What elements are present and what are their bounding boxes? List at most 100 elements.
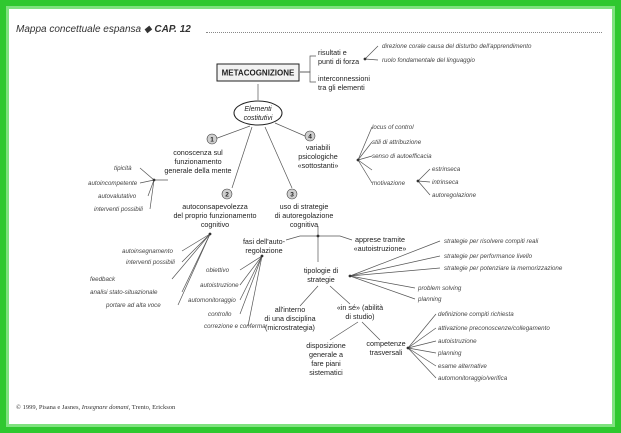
leaves-conoscenza: tipicità autoincompetente autovalutativo…	[88, 165, 143, 213]
link-conoscenza-d	[149, 179, 155, 210]
junction-dot	[260, 254, 264, 258]
leaf-item: strategie per performance livello	[444, 253, 533, 260]
link-autocons-e	[177, 233, 211, 306]
badge-2	[221, 188, 233, 200]
link-tipologie-disciplina	[299, 285, 319, 307]
leaf-item: strategie per risolvere compiti reali	[444, 238, 539, 245]
link-comp-d	[407, 347, 437, 354]
link-fasi-e	[247, 255, 263, 327]
leaf-item: correzione e conferma	[204, 323, 266, 330]
leaves-fasi: obiettivo autoistruzione automonitoraggi…	[188, 267, 266, 330]
header-rule	[206, 32, 602, 33]
header-title: Mappa concettuale espansa	[16, 24, 142, 35]
junction-dots	[152, 57, 420, 350]
link-comp-a	[407, 313, 437, 349]
root-node-label: METACOGNIZIONE	[222, 69, 295, 78]
link-inse-disposizione	[329, 321, 359, 341]
junction-dot	[208, 232, 212, 236]
link-uso-apprese	[318, 235, 353, 241]
chapter-label: CAP. 12	[154, 24, 191, 35]
link-fasi-c	[239, 255, 263, 301]
page-header: Mappa concettuale espansa ◆ CAP. 12	[16, 24, 191, 35]
link-tipologie-e	[349, 275, 416, 300]
frame-inner-border	[6, 6, 615, 427]
leaf-item: ruolo fondamentale del linguaggio	[382, 57, 475, 64]
leaf-item: planning	[437, 350, 462, 357]
root-node-box	[216, 63, 300, 82]
leaf-item: interventi possibili	[94, 206, 143, 213]
junction-dot	[316, 234, 320, 238]
leaf-item: feedback	[90, 276, 116, 283]
junction-dot	[356, 158, 360, 162]
leaf-item: planning	[417, 296, 442, 303]
leaf-item: automonitoraggio/verifica	[438, 375, 508, 382]
link-autocons-c	[171, 233, 211, 280]
junction-dot	[416, 179, 420, 183]
link-conoscenza-b	[139, 179, 155, 184]
leaf-item: estrinseca	[432, 166, 461, 173]
link-elementi-3	[264, 126, 293, 189]
leaf-item: stili di attribuzione	[372, 139, 422, 146]
leaf-item: autovalutativo	[98, 193, 137, 200]
link-tipologie-a	[349, 240, 441, 277]
link-root-risultati	[300, 55, 316, 73]
link-fasi-b	[239, 255, 263, 286]
leaf-item: autoistruzione	[438, 338, 477, 345]
badge-4	[304, 130, 316, 142]
leaf-item: strategie per potenziare la memorizzazio…	[444, 265, 563, 272]
diamond-icon: ◆	[143, 24, 152, 35]
footer-prefix: © 1999, Pisana e Jasnes,	[16, 404, 82, 411]
leaves-risultati: direzione corale causa del disturbo dell…	[382, 43, 532, 64]
link-risultati-b	[364, 58, 379, 61]
link-variabili-d	[357, 159, 373, 171]
link-variabili-e	[357, 159, 373, 184]
node-apprese: apprese tramite«autoistruzione»	[354, 235, 407, 253]
link-variabili-c	[357, 155, 373, 161]
link-fasi-d	[239, 255, 263, 315]
leaf-item: problem solving	[417, 285, 462, 292]
link-variabili-b	[357, 141, 373, 161]
link-tipologie-b	[349, 255, 441, 277]
link-risultati-a	[364, 45, 379, 60]
link-autocons-b	[181, 233, 211, 263]
scanned-page	[10, 10, 611, 423]
link-comp-b	[407, 327, 437, 349]
badge-4-label: 4	[308, 134, 312, 141]
leaves-variabili: locus of control stili di attribuzione s…	[372, 124, 477, 199]
link-variabili-a	[357, 126, 373, 161]
link-conoscenza-c	[147, 179, 155, 197]
badge-3-label: 3	[290, 192, 294, 199]
junction-dot	[152, 178, 156, 182]
leaf-item: automonitoraggio	[188, 297, 236, 304]
footer-suffix: , Trento, Erickson	[128, 404, 176, 411]
link-inse-competenze	[361, 321, 381, 341]
node-fasi: fasi dell'auto-regolazione	[243, 237, 286, 255]
badge-1-label: 1	[210, 137, 214, 144]
junction-dot	[363, 57, 367, 61]
link-elementi-1	[211, 125, 251, 141]
link-tipologie-d	[349, 275, 416, 289]
leaf-item: autoinsegnamento	[122, 248, 173, 255]
leaf-item: definizione compiti richiesta	[438, 311, 514, 318]
badge-1	[206, 133, 218, 145]
badge-3	[286, 188, 298, 200]
junction-dot	[406, 346, 410, 350]
link-tipologie-inse	[329, 285, 351, 305]
link-motivazione-a	[417, 168, 431, 182]
leaf-item: analisi stato-situazionale	[90, 289, 158, 296]
link-comp-e	[407, 347, 437, 367]
leaf-item: intrinseca	[432, 179, 459, 186]
leaf-item: obiettivo	[206, 267, 230, 274]
elementi-ellipse	[233, 100, 283, 126]
